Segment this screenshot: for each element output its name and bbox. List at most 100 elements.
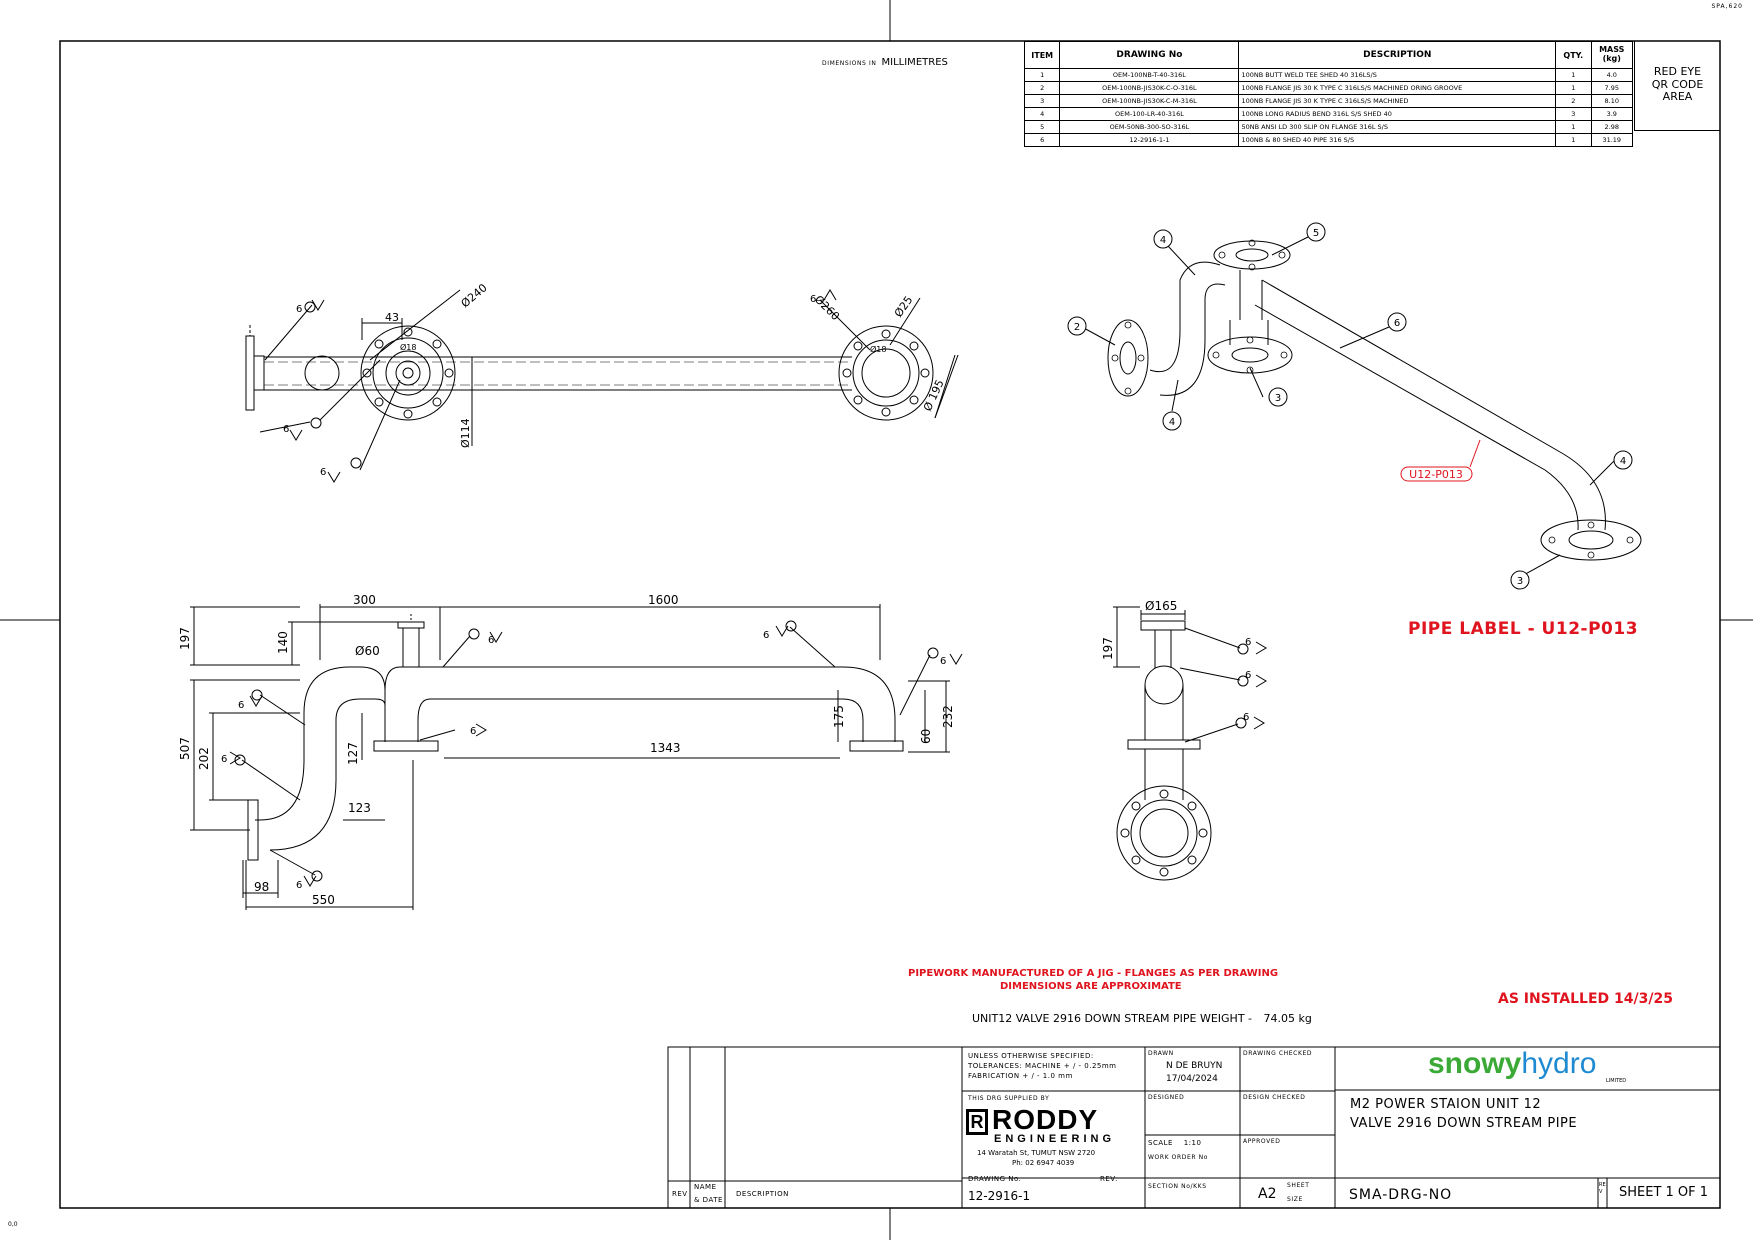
as-installed-note: AS INSTALLED 14/3/25 [1498,991,1673,1007]
dim-1343: 1343 [650,741,681,755]
hole-label: Ø18 [870,344,886,354]
dimensions-prefix: DIMENSIONS IN [822,60,877,67]
scale-field: SCALE 1:10 [1148,1139,1201,1147]
dimensions-note: DIMENSIONS IN MILLIMETRES [822,50,948,69]
dim-43: 43 [385,311,399,324]
balloon-4: 4 [1620,456,1626,467]
qr-code-area: RED EYE QR CODE AREA [1634,41,1720,131]
dim-232: 232 [941,705,955,728]
balloon-5: 5 [1313,228,1319,239]
sheet-label: SHEET [1287,1182,1310,1189]
supplied-by-label: THIS DRG SUPPLIED BY [968,1095,1050,1102]
weld-symbol-icon [823,289,837,301]
document-number: SMA-DRG-NO [1349,1187,1453,1203]
weld-symbol-text: 6 [238,700,244,711]
sheet-size: A2 [1258,1186,1277,1202]
dim-60-diameter: Ø60 [355,644,380,658]
dim-114: Ø114 [459,418,472,448]
dim-165: Ø165 [1145,599,1177,613]
origin-label: 0,0 [8,1221,18,1228]
weight-label: UNIT12 VALVE 2916 DOWN STREAM PIPE WEIGH… [972,1012,1253,1025]
balloon-3: 3 [1275,393,1281,404]
approved-label: APPROVED [1243,1138,1281,1145]
qr-line-2: QR CODE [1651,77,1704,91]
weld-symbol-icon [327,471,341,483]
drawn-label: DRAWN [1148,1050,1174,1057]
weld-symbol-icon [949,653,963,665]
bill-of-materials: ITEM DRAWING No DESCRIPTION QTY. MASS (k… [1023,41,1633,147]
drawn-name: N DE BRUYN [1166,1061,1223,1071]
dim-127: 127 [346,742,360,765]
bom-header-row: ITEM DRAWING No DESCRIPTION QTY. MASS (k… [1023,41,1633,69]
logo-hydro: hydro [1521,1047,1597,1080]
qr-line-1: RED EYE [1653,65,1702,78]
company-subname: ENGINEERING [994,1133,1116,1145]
drawing-number: 12-2916-1 [968,1189,1031,1203]
company-address-2: Ph: 02 6947 4039 [1012,1159,1075,1167]
sheet-code: SPA,620 [1711,3,1743,10]
weld-symbol-text: 6 [488,635,494,646]
balloon-4: 4 [1169,417,1175,428]
pipe-tag: U12-P013 [1409,468,1463,481]
dim-197: 197 [178,627,192,650]
bom-qty: 1 [1555,81,1592,95]
balloon-2: 2 [1074,322,1080,333]
title-line-2: VALVE 2916 DOWN STREAM PIPE [1350,1116,1578,1131]
hole-label: Ø18 [400,342,416,352]
dim-60: 60 [919,729,933,744]
bom-header-drawing: DRAWING No [1059,41,1240,69]
weld-symbol-icon [1255,674,1267,688]
weld-symbol-icon [289,429,303,441]
weld-symbol-icon [303,875,317,887]
bom-drawing: 12-2916-1-1 [1059,133,1240,147]
bom-mass: 2.98 [1590,120,1633,134]
section-label: SECTION No/KKS [1148,1183,1207,1190]
note-jig: PIPEWORK MANUFACTURED OF A JIG - FLANGES… [908,968,1279,979]
dim-98: 98 [254,880,269,894]
bom-description: 100NB & 80 SHED 40 PIPE 316 S/S [1238,133,1557,147]
dim-300: 300 [353,593,376,607]
bom-qty: 1 [1555,133,1592,147]
balloon-6: 6 [1394,318,1400,329]
company-address-1: 14 Waratah St, TUMUT NSW 2720 [977,1149,1096,1157]
dim-140: 140 [276,631,290,654]
weld-symbol-icon [775,625,789,637]
size-label: SIZE [1287,1196,1303,1203]
weld-symbol-text: 6 [283,424,289,435]
scale-label: SCALE [1148,1139,1173,1147]
roddy-logo: R RODDY ENGINEERING [966,1104,1144,1147]
work-order-label: WORK ORDER No [1148,1154,1209,1161]
designed-label: DESIGNED [1148,1094,1185,1101]
balloon-4: 4 [1160,235,1166,246]
weld-symbol-text: 6 [763,630,769,641]
dim-197-side: 197 [1101,637,1115,660]
weld-symbol-text: 6 [296,880,302,891]
design-checked-label: DESIGN CHECKED [1243,1094,1306,1101]
weld-symbol-icon [489,631,503,643]
weight-value: 74.05 kg [1263,1012,1312,1025]
company-name: RODDY [992,1104,1099,1135]
dimensions-unit: MILLIMETRES [881,57,948,68]
dim-175: 175 [832,705,846,728]
sheet-count: SHEET 1 OF 1 [1619,1185,1709,1200]
dim-123: 123 [348,801,371,815]
weld-symbol-icon [249,695,263,707]
pipe-label: PIPE LABEL - U12-P013 [1408,619,1639,639]
roddy-r-icon: R [966,1109,988,1135]
dim-202: 202 [197,747,211,770]
balloon-3: 3 [1517,576,1523,587]
date-label: & DATE [694,1196,723,1204]
logo-snowy: snowy [1428,1047,1522,1080]
rev-field: REV: [1100,1175,1118,1183]
weld-symbol-text: 6 [470,726,476,737]
logo-limited: LIMITED [1606,1078,1627,1084]
bom-header-item: ITEM [1023,41,1061,69]
drawn-date: 17/04/2024 [1166,1074,1218,1084]
